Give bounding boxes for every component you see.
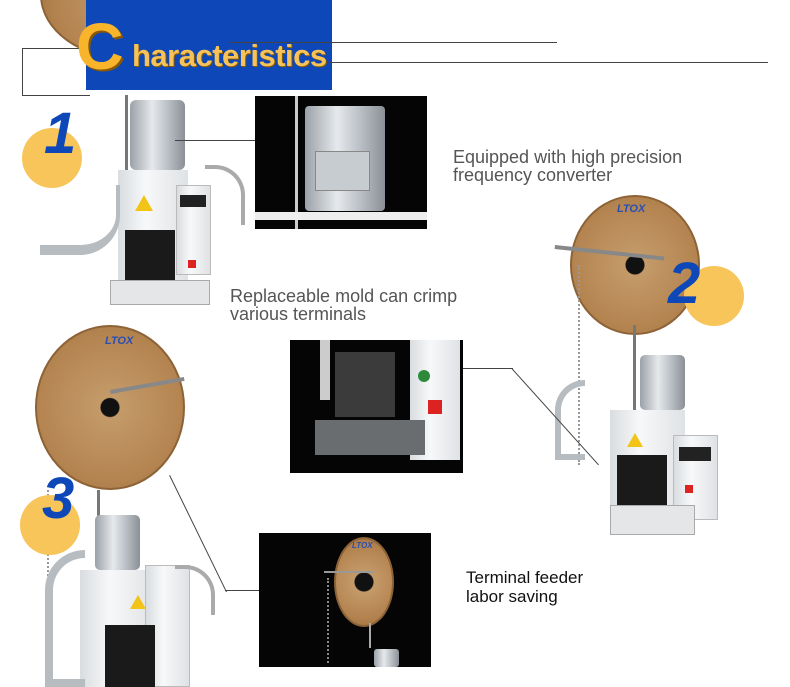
feature-number-2: 2 (668, 251, 701, 316)
header-banner (86, 0, 332, 90)
reel-logo: LTOX (617, 203, 646, 215)
header-rule (230, 42, 557, 43)
feature-number-1: 1 (44, 101, 77, 166)
feature-caption-1-line2: frequency converter (453, 165, 613, 185)
callout-line (225, 590, 260, 591)
feature-caption-1-line1: Equipped with high precision (453, 147, 683, 167)
callout-line (175, 140, 255, 141)
machine-2: LTOX (545, 195, 745, 540)
photo-inset-mold (290, 340, 463, 473)
feature-caption-2-line2: various terminals (230, 304, 367, 324)
feature-number-3: 3 (42, 466, 75, 531)
reel-logo: LTOX (105, 335, 134, 347)
feature-caption-3-line1: Terminal feeder (466, 568, 584, 587)
feature-badge-1 (22, 128, 82, 188)
callout-line (463, 368, 513, 369)
reel-logo: LTOX (352, 541, 373, 550)
feature-badge-3 (20, 495, 80, 555)
feature-caption-3-line2: labor saving (466, 587, 558, 606)
machine-3: LTOX (35, 325, 225, 687)
header-title-initial: C (76, 9, 124, 83)
machine-1 (30, 95, 245, 310)
header-title: haracteristics (132, 38, 327, 73)
photo-inset-feeder: LTOX (259, 533, 431, 667)
header-rule (330, 62, 768, 63)
feature-badge-2 (684, 266, 744, 326)
header-bracket (22, 48, 90, 96)
photo-inset-motor (255, 96, 427, 229)
feature-caption-2-line1: Replaceable mold can crimp (230, 286, 458, 306)
